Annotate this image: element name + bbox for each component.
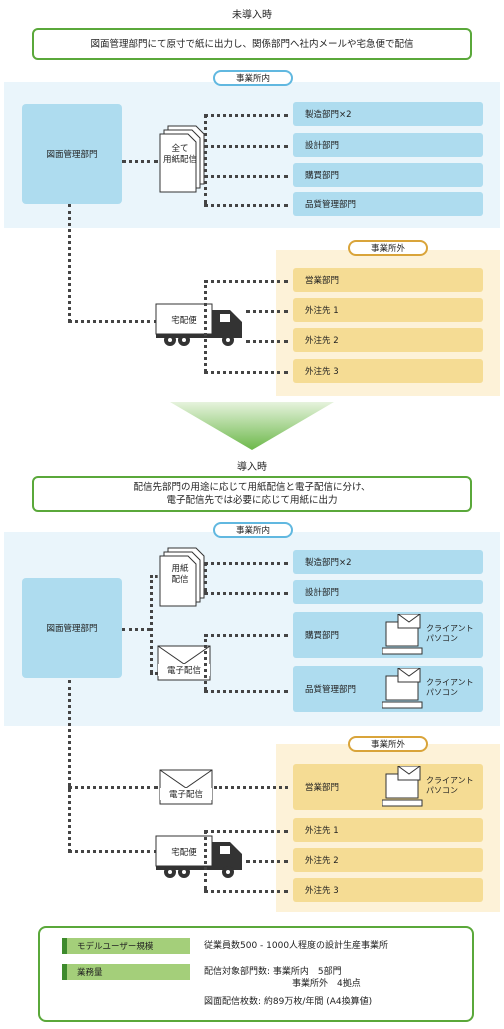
- before-source: 図面管理部門: [22, 104, 122, 204]
- envelope-icon: [159, 769, 213, 805]
- before-target-3: 品質管理部門: [293, 192, 483, 216]
- work-line1: 配信対象部門数: 事業所内 5部門: [204, 967, 342, 977]
- connector: [68, 320, 158, 323]
- after-outside-target-1: 外注先 1: [293, 818, 483, 842]
- truck-icon: [155, 835, 242, 878]
- client-pc-icon: [382, 614, 423, 655]
- before-truck-label: 宅配便: [171, 316, 197, 326]
- model-value: 従業員数500 - 1000人程度の設計生産事業所: [204, 941, 389, 951]
- client-pc-icon: [382, 668, 423, 709]
- after-truck-label: 宅配便: [171, 848, 197, 858]
- connector: [68, 786, 158, 789]
- connector: [68, 850, 158, 853]
- connector: [204, 830, 207, 890]
- connector: [204, 592, 288, 595]
- connector: [204, 204, 288, 207]
- connector: [204, 562, 207, 592]
- before-outside-target-0: 営業部門: [293, 268, 483, 292]
- after-outside-target-2: 外注先 2: [293, 848, 483, 872]
- transition-arrow: [170, 402, 334, 450]
- connector: [204, 280, 207, 372]
- work-line3: 図面配信枚数: 約89万枚/年間 (A4換算値): [204, 997, 373, 1007]
- after-email-label: 電子配信: [158, 664, 210, 676]
- after-source: 図面管理部門: [22, 578, 122, 678]
- connector: [204, 634, 207, 690]
- connector: [246, 340, 288, 343]
- connector: [204, 634, 288, 637]
- after-inside-label: 事業所内: [213, 522, 293, 538]
- connector: [214, 786, 288, 789]
- before-outside-label: 事業所外: [348, 240, 428, 256]
- after-target-0: 製造部門×2: [293, 550, 483, 574]
- connector: [204, 562, 288, 565]
- before-target-2: 購買部門: [293, 163, 483, 187]
- before-outside-target-3: 外注先 3: [293, 359, 483, 383]
- before-summary-text: 図面管理部門にて原寸で紙に出力し、関係部門へ社内メールや宅急便で配信: [90, 38, 414, 50]
- before-outside-target-2: 外注先 2: [293, 328, 483, 352]
- connector: [246, 310, 288, 313]
- connector: [150, 575, 153, 673]
- after-target-1: 設計部門: [293, 580, 483, 604]
- client-pc-icon: [382, 766, 423, 807]
- connector: [68, 204, 71, 322]
- after-title: 導入時: [237, 462, 267, 473]
- after-summary: 配信先部門の用途に応じて用紙配信と電子配信に分け、 電子配信先では必要に応じて用…: [32, 476, 472, 512]
- before-title: 未導入時: [232, 10, 272, 21]
- after-paper-label: 用紙 配信: [171, 564, 189, 585]
- connector: [122, 160, 158, 163]
- connector: [204, 145, 288, 148]
- after-summary-line2: 電子配信先では必要に応じて用紙に出力: [166, 495, 338, 506]
- after-outside-target-3: 外注先 3: [293, 878, 483, 902]
- connector: [246, 860, 288, 863]
- connector: [204, 114, 207, 204]
- connector: [204, 280, 288, 283]
- after-outside-email-label: 電子配信: [160, 788, 212, 800]
- connector: [204, 175, 288, 178]
- before-summary: 図面管理部門にて原寸で紙に出力し、関係部門へ社内メールや宅急便で配信: [32, 28, 472, 60]
- connector: [204, 690, 288, 693]
- client-pc-label: クライアント パソコン: [426, 678, 474, 697]
- before-outside-target-1: 外注先 1: [293, 298, 483, 322]
- after-summary-line1: 配信先部門の用途に応じて用紙配信と電子配信に分け、: [133, 482, 371, 493]
- work-label: 業務量: [62, 964, 190, 980]
- before-inside-label: 事業所内: [213, 70, 293, 86]
- client-pc-label: クライアント パソコン: [426, 776, 474, 795]
- client-pc-label: クライアント パソコン: [426, 624, 474, 643]
- connector: [122, 628, 150, 631]
- work-line2: 事業所外 4拠点: [292, 979, 361, 989]
- connector: [150, 575, 158, 578]
- after-outside-label: 事業所外: [348, 736, 428, 752]
- connector: [204, 830, 288, 833]
- before-doc-label: 全て 用紙配信: [162, 144, 197, 165]
- before-target-0: 製造部門×2: [293, 102, 483, 126]
- connector: [68, 680, 71, 852]
- document-stack-icon: [159, 547, 205, 607]
- before-target-1: 設計部門: [293, 133, 483, 157]
- connector: [204, 371, 288, 374]
- connector: [150, 672, 158, 675]
- model-label: モデルユーザー規模: [62, 938, 190, 954]
- connector: [204, 890, 288, 893]
- connector: [204, 114, 288, 117]
- truck-icon: [155, 303, 242, 346]
